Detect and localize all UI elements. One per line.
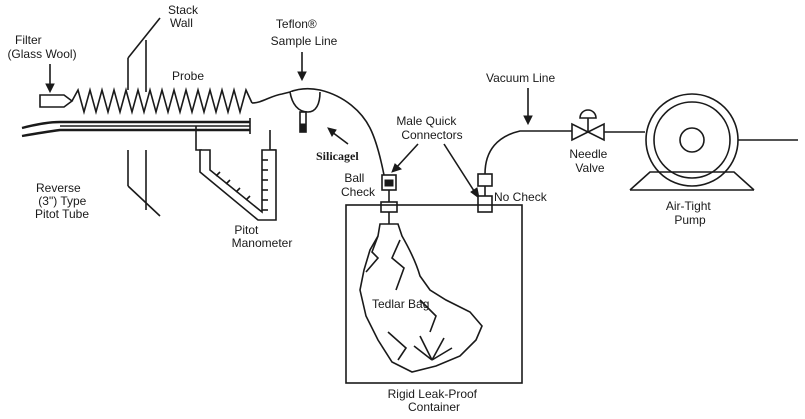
rigid-container <box>345 204 523 384</box>
filter-arrow <box>45 64 55 94</box>
probe-label: Probe <box>172 69 204 83</box>
stack-wall <box>127 17 161 217</box>
silicagel-trap <box>289 91 321 133</box>
vacuum-arrow <box>523 88 533 126</box>
silicagel-arrow <box>327 127 349 145</box>
tedlar-bag-label: Tedlar Bag <box>372 297 429 311</box>
reverse-pitot-label: Reverse (3") Type Pitot Tube <box>35 181 90 221</box>
no-check-label: No Check <box>494 190 548 204</box>
pitot-manometer-label: Pitot Manometer <box>232 223 293 250</box>
container-label: Rigid Leak-Proof Container <box>388 387 481 414</box>
probe-coil <box>71 86 253 116</box>
needle-valve-label: Needle Valve <box>569 147 610 175</box>
male-quick-arrows <box>391 143 480 200</box>
pitot-tube <box>21 118 251 138</box>
silicagel-label: Silicagel <box>316 149 359 163</box>
air-tight-pump <box>629 93 798 191</box>
ball-check-label: Ball Check <box>341 171 376 199</box>
teflon-arrow <box>297 52 307 82</box>
tedlar-bag <box>359 212 483 373</box>
stack-wall-label: Stack Wall <box>168 3 201 30</box>
teflon-sample-line <box>251 87 385 176</box>
pitot-manometer <box>195 126 277 221</box>
vacuum-line-label: Vacuum Line <box>486 71 555 85</box>
ball-check-connector <box>380 174 398 213</box>
male-quick-label: Male Quick Connectors <box>396 114 462 142</box>
filter-label: Filter (Glass Wool) <box>7 33 76 61</box>
needle-valve <box>571 109 645 142</box>
teflon-line-label: Teflon® Sample Line <box>271 17 338 48</box>
vacuum-line <box>484 130 572 175</box>
glass-wool-filter <box>39 94 74 108</box>
no-check-connector <box>477 173 493 213</box>
air-tight-pump-label: Air-Tight Pump <box>666 199 714 227</box>
